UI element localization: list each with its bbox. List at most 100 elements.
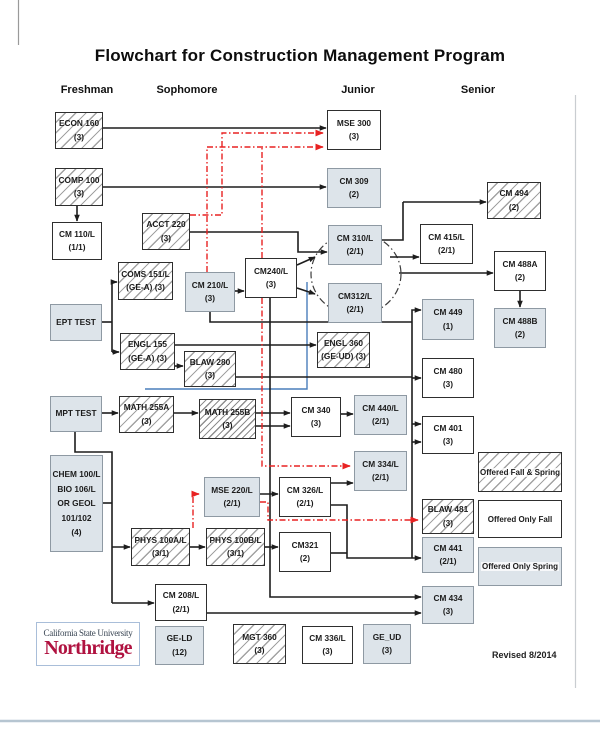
legend-only-fall: Offered Only Fall [478, 500, 562, 538]
course-units: (2/1) [172, 603, 190, 614]
course-box-cm-321: CM321 (2) [279, 532, 331, 572]
course-label: CM 488B [502, 315, 538, 326]
course-label: CM 310/L [336, 232, 374, 243]
course-box-cm-208l: CM 208/L (2/1) [155, 584, 207, 621]
course-box-cm-449: CM 449 (1) [422, 299, 474, 340]
course-label: CM 210/L [191, 279, 229, 290]
legend-fall-spring: Offered Fall & Spring [478, 452, 562, 492]
course-units: (2/1) [346, 246, 364, 256]
course-units: (3) [381, 645, 393, 655]
column-header-sophomore: Sophomore [156, 84, 218, 96]
course-box-cm-415l: CM 415/L (2/1) [420, 224, 473, 264]
revised-date: Revised 8/2014 [492, 650, 557, 660]
course-units: (3/1) [151, 548, 170, 558]
course-box-mse-220l: MSE 220/L (2/1) [204, 477, 260, 517]
course-label: CM312/L [337, 290, 373, 301]
csun-logo: California State University Northridge [36, 622, 140, 666]
course-label: BIO 106/L [57, 483, 96, 494]
course-units: (GE-A) (3) [126, 282, 165, 292]
course-units: (2/1) [371, 472, 390, 482]
course-label: CM 309 [339, 175, 369, 186]
column-header-junior: Junior [341, 84, 375, 96]
course-units: (2/1) [439, 556, 457, 566]
course-units: (2/1) [223, 498, 241, 508]
course-label: MSE 300 [336, 117, 372, 128]
test-box-mpt: MPT TEST [50, 396, 102, 432]
course-units: (2/1) [346, 304, 364, 314]
course-units: (2) [348, 189, 360, 199]
course-units: (2/1) [371, 416, 390, 426]
course-box-acct-220: ACCT 220 (3) [142, 213, 190, 250]
course-label: MATH 255B [204, 406, 251, 417]
course-box-mgt-360: MGT 360 (3) [233, 624, 286, 664]
course-units: (3) [141, 415, 152, 426]
course-box-math-255b: MATH 255B (3) [199, 399, 256, 439]
course-box-cm-240l: CM240/L (3) [245, 258, 297, 298]
prereq-connectors [74, 125, 523, 616]
course-box-cm-440l: CM 440/L (2/1) [354, 395, 407, 435]
course-label: CM240/L [253, 265, 289, 276]
course-units: (1/1) [68, 242, 86, 252]
course-box-phys-100al: PHYS 100A/L (3/1) [131, 528, 190, 566]
logo-university-name: California State University [43, 628, 133, 638]
course-units: (12) [172, 646, 187, 657]
course-units: (3) [204, 370, 216, 380]
course-label: CM 480 [433, 365, 463, 376]
course-units: (3) [322, 646, 333, 656]
course-label: CM 488A [502, 258, 538, 269]
course-label: CM321 [291, 539, 319, 550]
logo-campus-name: Northridge [44, 637, 132, 659]
course-box-math-255a: MATH 255A (3) [119, 396, 174, 433]
course-box-ge-ud: GE_UD (3) [363, 624, 411, 664]
legend-label: Offered Only Spring [480, 562, 559, 571]
course-box-cm-488b: CM 488B (2) [494, 308, 546, 348]
course-box-cm-480: CM 480 (3) [422, 358, 474, 398]
course-label: ENGL 155 [127, 339, 168, 350]
course-units: (3) [442, 379, 454, 389]
course-box-cm-326l: CM 326/L (2/1) [279, 477, 331, 517]
course-units: (3) [73, 131, 85, 142]
course-units: (2/1) [296, 498, 314, 508]
legend-only-spring: Offered Only Spring [478, 547, 562, 586]
course-box-cm-441: CM 441 (2/1) [422, 537, 474, 573]
course-units: (4) [71, 527, 82, 538]
course-label: CM 340 [301, 404, 331, 415]
course-label: ACCT 220 [146, 219, 186, 230]
course-units: (3) [442, 606, 454, 616]
course-box-engl-360: ENGL 360 (GE-UD) (3) [317, 332, 370, 368]
course-label: CM 434 [433, 592, 463, 603]
test-box-ept: EPT TEST [50, 304, 102, 341]
course-box-blaw-481: BLAW 481 (3) [422, 499, 474, 534]
course-label: PHYS 100B/L [209, 534, 262, 545]
course-label: CM 494 [499, 188, 529, 199]
course-box-cm-340: CM 340 (3) [291, 397, 341, 437]
course-units: (2) [514, 329, 526, 339]
course-box-cm-401: CM 401 (3) [422, 416, 474, 454]
course-label: EPT TEST [56, 316, 96, 327]
course-units: (3/1) [226, 548, 245, 558]
course-label: GE-LD [166, 633, 193, 644]
course-label: CM 326/L [286, 484, 324, 495]
course-label: ENGL 360 [323, 337, 364, 348]
course-box-coms-151l: COMS 151/L (GE-A) (3) [118, 262, 173, 300]
course-label: OR GEOL [57, 498, 96, 509]
page-title: Flowchart for Construction Management Pr… [94, 46, 506, 65]
course-box-cm-310l: CM 310/L (2/1) [328, 225, 382, 265]
course-box-cm-336l: CM 336/L (3) [302, 626, 353, 664]
course-box-cm-110l: CM 110/L (1/1) [52, 222, 102, 260]
course-label: ECON 160 [58, 118, 100, 129]
coreq-connectors [190, 129, 419, 528]
course-box-cm-434: CM 434 (3) [422, 586, 474, 624]
course-units: (3) [442, 436, 454, 446]
course-box-cm-488a: CM 488A (2) [494, 251, 546, 291]
course-box-comp-100: COMP 100 (3) [55, 168, 103, 206]
course-label: CM 208/L [162, 590, 200, 601]
course-units: (3) [265, 279, 277, 289]
course-label: GE_UD [372, 631, 402, 642]
course-units: (3) [204, 293, 216, 303]
course-label: MSE 220/L [211, 484, 253, 495]
course-label: COMS 151/L [121, 268, 170, 279]
